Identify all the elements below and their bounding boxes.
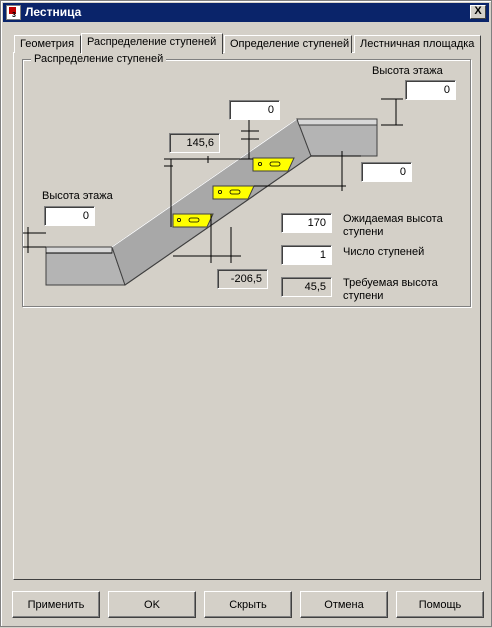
step-3 (252, 157, 295, 172)
required-height-value: 45,5 (281, 277, 332, 297)
apply-button[interactable]: Применить (12, 591, 100, 618)
close-button[interactable]: X (470, 5, 486, 19)
lower-dimension-value: -206,5 (217, 269, 268, 289)
top-offset-input[interactable]: 0 (229, 100, 280, 120)
bottom-floor-height-label: Высота этажа (42, 190, 113, 202)
required-height-label: Требуемая высота ступени (343, 277, 438, 302)
step-2 (212, 185, 255, 200)
ok-button[interactable]: OK (108, 591, 196, 618)
cancel-button[interactable]: Отмена (300, 591, 388, 618)
group-title: Распределение ступеней (31, 53, 167, 65)
step-count-label: Число ступеней (343, 246, 425, 258)
window-title: Лестница (25, 5, 82, 19)
bottom-floor-height-input[interactable]: 0 (44, 206, 95, 226)
app-icon: 3 (6, 5, 21, 20)
expected-height-label: Ожидаемая высота ступени (343, 213, 443, 238)
top-floor-height-label: Высота этажа (372, 65, 443, 77)
help-button[interactable]: Помощь (396, 591, 484, 618)
upper-dimension-value: 145,6 (169, 133, 220, 153)
step-1 (172, 213, 214, 228)
expected-height-input[interactable]: 170 (281, 213, 332, 233)
right-offset-input[interactable]: 0 (361, 162, 412, 182)
tab-panel (13, 52, 481, 580)
tab-step-distribution[interactable]: Распределение ступеней (81, 33, 223, 54)
hide-button[interactable]: Скрыть (204, 591, 292, 618)
dimension-lines (23, 98, 403, 263)
step-count-input[interactable]: 1 (281, 245, 332, 265)
tab-landing[interactable]: Лестничная площадка (354, 35, 481, 53)
tab-step-definition[interactable]: Определение ступеней (224, 35, 352, 53)
tab-geometry[interactable]: Геометрия (14, 35, 81, 53)
step-distribution-group (22, 59, 471, 307)
title-bar: 3 Лестница X (3, 3, 489, 22)
top-floor-height-input[interactable]: 0 (405, 80, 456, 100)
